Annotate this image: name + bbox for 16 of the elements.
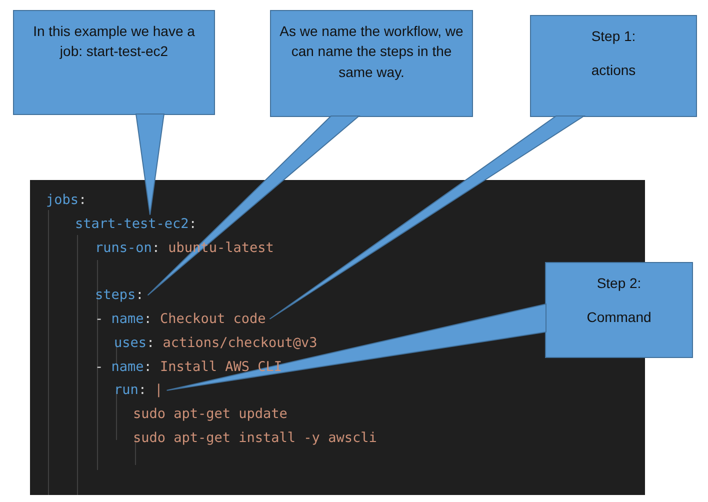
code-line: uses: actions/checkout@v3 [114, 334, 318, 352]
code-line: - name: Checkout code [95, 310, 266, 328]
code-line: sudo apt-get install -y awscli [133, 429, 377, 447]
callout-pointer [135, 114, 165, 216]
callout-box: Step 1: actions [530, 15, 697, 117]
code-line: run: | [114, 381, 163, 400]
callout-box: Step 2: Command [545, 262, 693, 358]
callout-pointer [147, 116, 360, 296]
callout-pointer [269, 116, 586, 320]
callout-box: As we name the workflow, we can name the steps in the same way. [270, 10, 473, 117]
code-line: steps: [95, 286, 144, 304]
callout-box: In this example we have a job: start-test-ec2 [13, 10, 215, 115]
code-line: jobs: [46, 191, 87, 209]
code-line: sudo apt-get update [133, 405, 288, 424]
callout-pointer [166, 303, 546, 391]
code-line: start-test-ec2: [75, 214, 197, 233]
